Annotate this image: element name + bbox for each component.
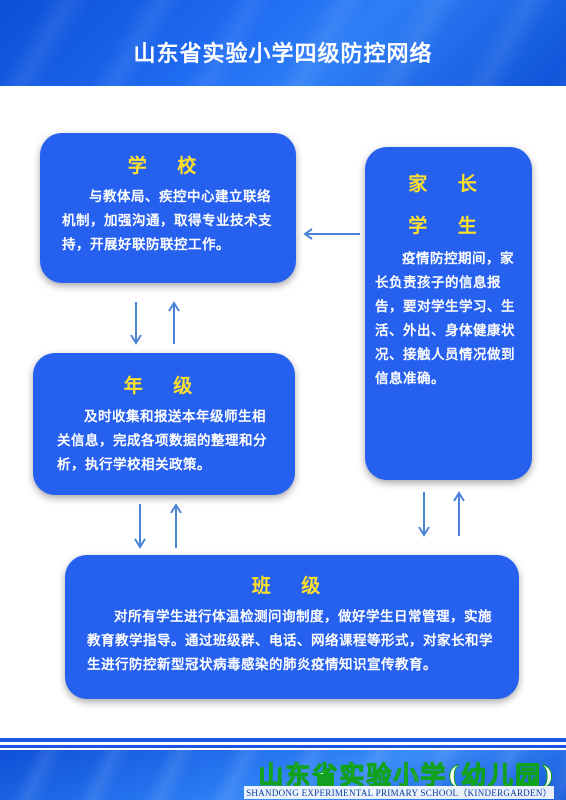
parents-students-body: 疫情防控期间，家长负责孩子的信息报告，要对学生学习、生活、外出、身体健康状况、接… xyxy=(375,251,515,387)
school-name-english: SHANDONG EXPERIMENTAL PRIMARY SCHOOL（KIN… xyxy=(244,786,554,799)
arrow-school-to-grade xyxy=(130,302,142,345)
arrow-parents-to-school xyxy=(303,228,360,240)
class-body: 对所有学生进行体温检测问询制度，做好学生日常管理，实施教育教学指导。通过班级群、… xyxy=(87,609,493,673)
school-name-logo: 山东省实验小学(幼儿园) xyxy=(258,761,556,791)
students-heading: 学 生 xyxy=(408,215,489,237)
arrow-grade-to-class xyxy=(134,504,146,549)
header-shine xyxy=(0,0,566,86)
parents-students-box: 家 长 学 生 疫情防控期间，家长负责孩子的信息报告，要对学生学习、生活、外出、… xyxy=(365,147,532,480)
arrow-class-to-parents xyxy=(453,491,465,536)
footer-divider-bottom xyxy=(0,745,566,748)
parents-heading: 家 长 xyxy=(408,173,489,195)
grade-heading: 年 级 xyxy=(123,375,205,397)
class-heading: 班 级 xyxy=(251,575,333,597)
grade-box: 年 级 及时收集和报送本年级师生相关信息，完成各项数据的整理和分析，执行学校相关… xyxy=(33,353,295,495)
class-box: 班 级 对所有学生进行体温检测问询制度，做好学生日常管理，实施教育教学指导。通过… xyxy=(65,555,519,699)
school-body: 与教体局、疾控中心建立联络机制，加强沟通，取得专业技术支持，开展好联防联控工作。 xyxy=(62,189,272,253)
header-banner: 山东省实验小学四级防控网络 xyxy=(0,0,566,86)
school-box: 学 校 与教体局、疾控中心建立联络机制，加强沟通，取得专业技术支持，开展好联防联… xyxy=(40,133,296,283)
school-heading: 学 校 xyxy=(127,155,209,177)
arrow-grade-to-school xyxy=(168,301,180,344)
arrow-class-to-grade xyxy=(170,503,182,548)
arrow-parents-to-class xyxy=(418,492,430,537)
footer-divider-top xyxy=(0,738,566,742)
page-title: 山东省实验小学四级防控网络 xyxy=(133,42,433,67)
grade-body: 及时收集和报送本年级师生相关信息，完成各项数据的整理和分析，执行学校相关政策。 xyxy=(57,409,267,473)
